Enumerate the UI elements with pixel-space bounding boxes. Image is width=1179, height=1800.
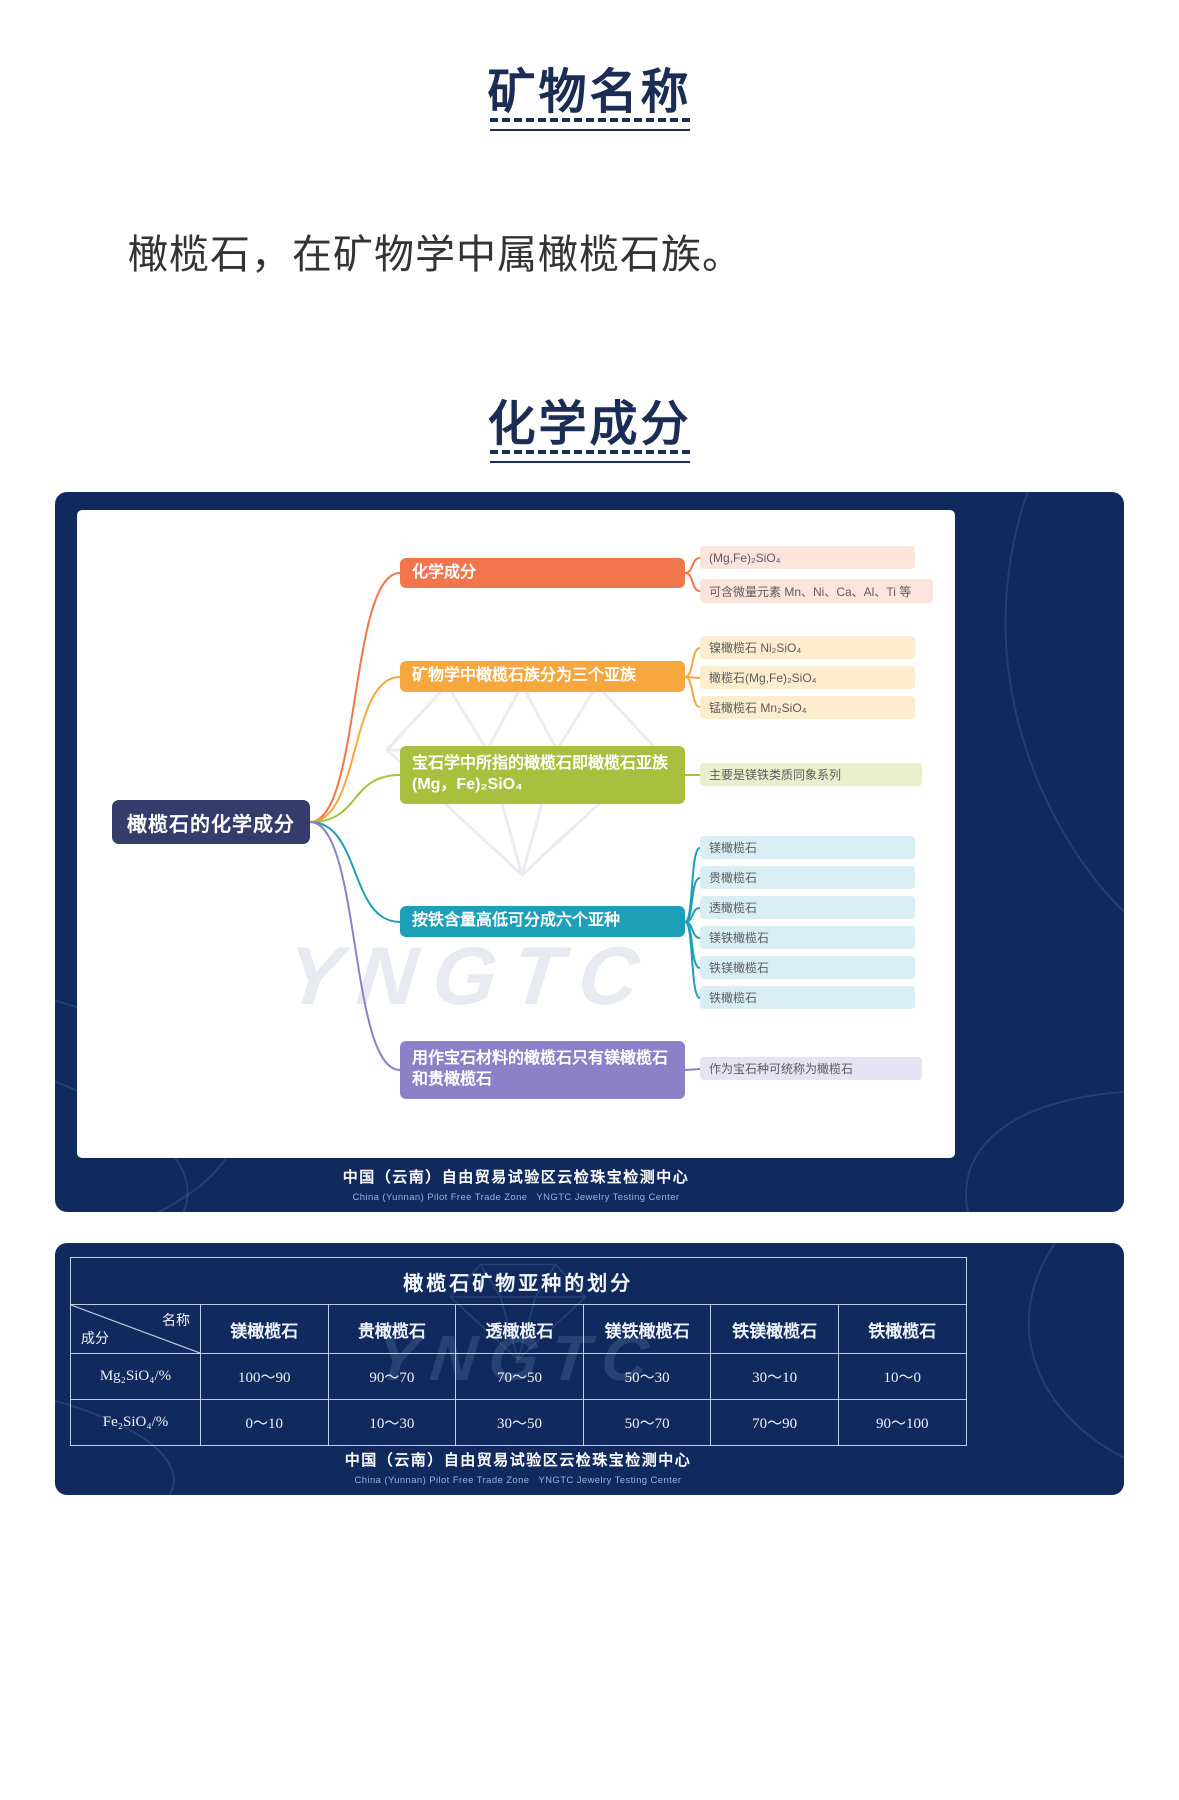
mindmap-leaf-trace-elements: 可含微量元素 Mn、Ni、Ca、Al、Ti 等 bbox=[700, 579, 933, 603]
diagonal-divider bbox=[71, 1305, 200, 1353]
mindmap-leaf-forsterite: 镁橄榄石 bbox=[700, 836, 915, 859]
table-corner-cell: 名称 成分 bbox=[70, 1304, 201, 1354]
connector-root-branch1 bbox=[309, 572, 401, 823]
subspecies-table: 橄榄石矿物亚种的划分 名称 成分 镁橄榄石 贵橄榄石 透橄榄石 镁铁橄榄石 铁镁… bbox=[70, 1257, 967, 1446]
mindmap-leaf-isomorphous-series: 主要是镁铁类质同象系列 bbox=[700, 763, 922, 786]
mindmap-branch-six-subspecies: 按铁含量高低可分成六个亚种 bbox=[400, 906, 685, 937]
connector-b4-c2 bbox=[684, 877, 701, 923]
table-cell: 10～0 bbox=[837, 1353, 967, 1400]
row-label-mg2sio4: Mg₂SiO₄/% bbox=[70, 1353, 201, 1400]
connector-root-branch3 bbox=[309, 774, 401, 823]
connector-b1-c2 bbox=[684, 572, 701, 592]
connector-b4-c5 bbox=[684, 921, 701, 969]
divider-dashes bbox=[489, 450, 690, 454]
footer-chinese: 中国（云南）自由贸易试验区云检珠宝检测中心 bbox=[342, 1169, 690, 1186]
table-cell: 30～50 bbox=[455, 1399, 584, 1446]
table-cell: 90～70 bbox=[327, 1353, 457, 1400]
corner-label-name: 名称 bbox=[162, 1314, 190, 1329]
connector-b4-c1 bbox=[684, 847, 701, 923]
connector-b1-c1 bbox=[684, 557, 701, 574]
mindmap-root-node: 橄榄石的化学成分 bbox=[112, 800, 310, 844]
mindmap-leaf-gem-name: 作为宝石种可统称为橄榄石 bbox=[700, 1057, 922, 1080]
mindmap-leaf-fe-mg-olivine: 铁镁橄榄石 bbox=[700, 956, 915, 979]
column-header-hyalosiderite: 透橄榄石 bbox=[455, 1304, 584, 1354]
section-title-chemical-composition: 化学成分 bbox=[487, 398, 692, 451]
column-header-forsterite: 镁橄榄石 bbox=[200, 1304, 329, 1354]
table-cell: 30～10 bbox=[710, 1353, 839, 1400]
mindmap-leaf-hyalosiderite: 透橄榄石 bbox=[700, 896, 915, 919]
connector-b4-c4 bbox=[684, 921, 701, 939]
divider-line bbox=[489, 461, 690, 463]
connector-b2-c2 bbox=[684, 676, 701, 679]
footer-chinese: 中国（云南）自由贸易试验区云检珠宝检测中心 bbox=[344, 1452, 692, 1469]
table-cell: 100～90 bbox=[200, 1353, 329, 1400]
connector-b4-c3 bbox=[684, 907, 701, 923]
connector-b4-c6 bbox=[684, 921, 701, 999]
title-divider bbox=[489, 118, 690, 131]
mindmap-leaf-chrysolite: 贵橄榄石 bbox=[700, 866, 915, 889]
connector-root-branch2 bbox=[309, 676, 401, 823]
mindmap-branch-chemical-composition: 化学成分 bbox=[400, 558, 685, 588]
table-cell: 70～50 bbox=[455, 1353, 584, 1400]
card-footer: 中国（云南）自由贸易试验区云检珠宝检测中心 China (Yunnan) Pil… bbox=[70, 1449, 966, 1486]
intro-paragraph: 橄榄石，在矿物学中属橄榄石族。 bbox=[128, 233, 743, 277]
mindmap-leaf-ni-olivine: 镍橄榄石 Ni₂SiO₄ bbox=[700, 636, 915, 659]
table-cell: 70～90 bbox=[710, 1399, 839, 1446]
table-cell: 50～30 bbox=[582, 1353, 712, 1400]
divider-dashes bbox=[489, 118, 690, 122]
connector-b5-c1 bbox=[684, 1068, 701, 1071]
column-header-chrysolite: 贵橄榄石 bbox=[327, 1304, 457, 1354]
column-header-mg-fe-olivine: 镁铁橄榄石 bbox=[582, 1304, 712, 1354]
title-divider bbox=[489, 450, 690, 463]
table-cell: 90～100 bbox=[837, 1399, 967, 1446]
connector-b2-c1 bbox=[684, 647, 701, 678]
mindmap-leaf-mg-fe-olivine: 镁铁橄榄石 bbox=[700, 926, 915, 949]
mindmap-leaf-fayalite: 铁橄榄石 bbox=[700, 986, 915, 1009]
section-title-mineral-name: 矿物名称 bbox=[487, 66, 692, 119]
mindmap-card: YNGTC 橄榄石 bbox=[55, 492, 1124, 1212]
footer-english: China (Yunnan) Pilot Free Trade Zone YNG… bbox=[352, 1192, 680, 1203]
divider-line bbox=[489, 129, 690, 131]
mindmap-panel: YNGTC 橄榄石 bbox=[77, 510, 955, 1158]
watermark-text: YNGTC bbox=[282, 931, 659, 1022]
connector-root-branch4 bbox=[309, 821, 401, 923]
table-cell: 50～70 bbox=[582, 1399, 712, 1446]
mindmap-leaf-formula: (Mg,Fe)₂SiO₄ bbox=[700, 546, 915, 569]
mindmap-leaf-mn-olivine: 锰橄榄石 Mn₂SiO₄ bbox=[700, 696, 915, 719]
table-cell: 10～30 bbox=[327, 1399, 457, 1446]
connector-root-branch5 bbox=[309, 821, 401, 1071]
mindmap-leaf-olivine: 橄榄石(Mg,Fe)₂SiO₄ bbox=[700, 666, 915, 689]
footer-english: China (Yunnan) Pilot Free Trade Zone YNG… bbox=[354, 1475, 682, 1486]
mindmap-branch-gemology-subfamily: 宝石学中所指的橄榄石即橄榄石亚族 (Mg，Fe)₂SiO₄ bbox=[400, 746, 685, 804]
card-footer: 中国（云南）自由贸易试验区云检珠宝检测中心 China (Yunnan) Pil… bbox=[77, 1166, 955, 1203]
mindmap-branch-gem-material: 用作宝石材料的橄榄石只有镁橄榄石 和贵橄榄石 bbox=[400, 1041, 685, 1099]
connector-b2-c3 bbox=[684, 676, 701, 708]
column-header-fayalite: 铁橄榄石 bbox=[837, 1304, 967, 1354]
mindmap-branch-three-subfamilies: 矿物学中橄榄石族分为三个亚族 bbox=[400, 661, 685, 692]
corner-label-composition: 成分 bbox=[81, 1332, 109, 1347]
table-cell: 0～10 bbox=[200, 1399, 329, 1446]
column-header-fe-mg-olivine: 铁镁橄榄石 bbox=[710, 1304, 839, 1354]
row-label-fe2sio4: Fe₂SiO₄/% bbox=[70, 1399, 201, 1446]
table-card: YNGTC 橄榄石矿物亚种的划分 名称 成分 bbox=[55, 1243, 1124, 1495]
table-title: 橄榄石矿物亚种的划分 bbox=[70, 1257, 967, 1305]
